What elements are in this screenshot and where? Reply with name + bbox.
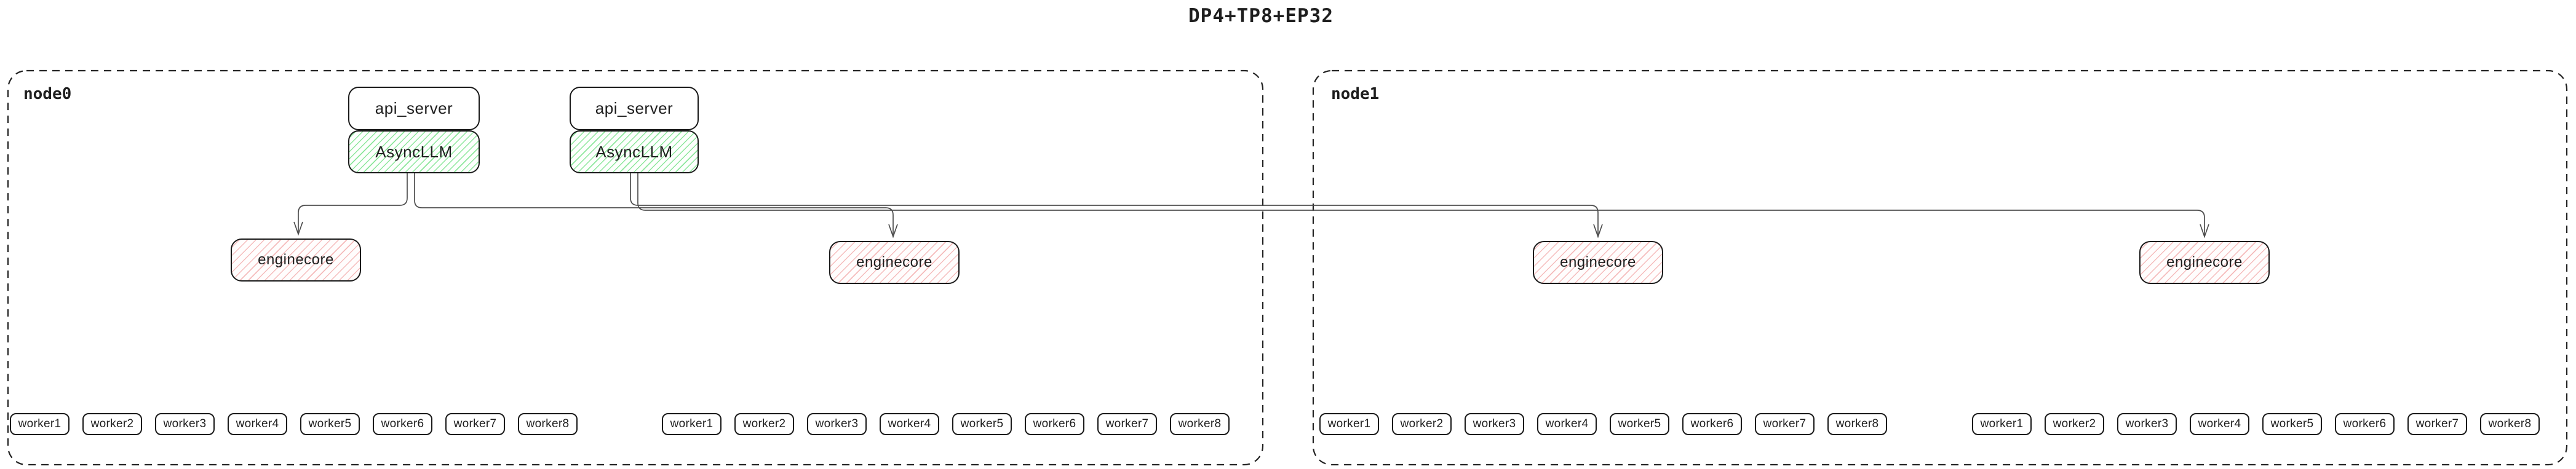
- arrowhead: [2200, 224, 2209, 238]
- worker-box: worker5: [2262, 413, 2322, 435]
- worker-box: worker3: [2117, 413, 2177, 435]
- worker-box: worker6: [1682, 413, 1742, 435]
- worker-box: worker8: [1827, 413, 1887, 435]
- worker-box: worker6: [1025, 413, 1084, 435]
- edge-asyncllm1-enginecore1: [298, 173, 408, 234]
- worker-group-node0-a: worker1 worker2 worker3 worker4 worker5 worke…: [10, 413, 578, 435]
- asyncllm-label: AsyncLLM: [595, 142, 673, 161]
- api-server-label: api_server: [595, 99, 674, 117]
- enginecore-label: enginecore: [2166, 254, 2243, 270]
- worker-box: worker4: [1537, 413, 1597, 435]
- worker-box: worker7: [445, 413, 505, 435]
- worker-box: worker3: [1465, 413, 1524, 435]
- worker-box: worker7: [2407, 413, 2467, 435]
- enginecore-box-2: enginecore: [829, 241, 960, 284]
- node1-label: node1: [1331, 85, 1380, 103]
- asyncllm-box-1: AsyncLLM: [348, 130, 480, 173]
- worker-box: worker2: [2045, 413, 2104, 435]
- enginecore-label: enginecore: [856, 254, 932, 270]
- arrowhead: [293, 221, 303, 236]
- worker-group-node0-b: worker1 worker2 worker3 worker4 worker5 worke…: [662, 413, 1230, 435]
- asyncllm-label: AsyncLLM: [375, 142, 453, 161]
- worker-box: worker1: [1972, 413, 2032, 435]
- worker-box: worker1: [1319, 413, 1379, 435]
- worker-box: worker1: [662, 413, 722, 435]
- worker-box: worker3: [807, 413, 867, 435]
- edge-asyncllm1-enginecore2: [414, 173, 894, 237]
- enginecore-label: enginecore: [1560, 254, 1636, 270]
- worker-group-node1-b: worker1 worker2 worker3 worker4 worker5 worke…: [1972, 413, 2540, 435]
- worker-box: worker7: [1755, 413, 1815, 435]
- enginecore-box-1: enginecore: [231, 238, 361, 282]
- enginecore-box-4: enginecore: [2139, 241, 2270, 284]
- node1-container: [1312, 69, 2568, 466]
- worker-box: worker6: [373, 413, 432, 435]
- node0-container: [7, 69, 1264, 466]
- enginecore-box-3: enginecore: [1533, 241, 1663, 284]
- worker-box: worker1: [10, 413, 70, 435]
- worker-box: worker3: [155, 413, 215, 435]
- worker-box: worker8: [1170, 413, 1230, 435]
- worker-box: worker4: [880, 413, 939, 435]
- asyncllm-box-2: AsyncLLM: [570, 130, 699, 173]
- arrowhead: [888, 224, 898, 238]
- api-server-box-2: api_server: [570, 87, 699, 130]
- worker-box: worker8: [518, 413, 578, 435]
- worker-box: worker6: [2335, 413, 2395, 435]
- arrowhead: [1593, 224, 1603, 238]
- worker-box: worker2: [734, 413, 794, 435]
- edge-asyncllm2-enginecore3: [630, 173, 1599, 237]
- worker-group-node1-a: worker1 worker2 worker3 worker4 worker5 worke…: [1319, 413, 1887, 435]
- worker-box: worker5: [300, 413, 360, 435]
- worker-box: worker2: [82, 413, 142, 435]
- worker-box: worker5: [1610, 413, 1669, 435]
- worker-box: worker4: [228, 413, 287, 435]
- worker-box: worker4: [2190, 413, 2249, 435]
- api-server-label: api_server: [375, 99, 453, 117]
- node0-label: node0: [23, 85, 72, 103]
- worker-box: worker5: [952, 413, 1012, 435]
- edge-asyncllm2-enginecore4: [637, 173, 2205, 237]
- worker-box: worker7: [1097, 413, 1157, 435]
- api-server-box-1: api_server: [348, 87, 480, 130]
- enginecore-label: enginecore: [258, 251, 334, 268]
- worker-box: worker8: [2480, 413, 2540, 435]
- worker-box: worker2: [1392, 413, 1452, 435]
- diagram-title: DP4+TP8+EP32: [1188, 5, 1334, 27]
